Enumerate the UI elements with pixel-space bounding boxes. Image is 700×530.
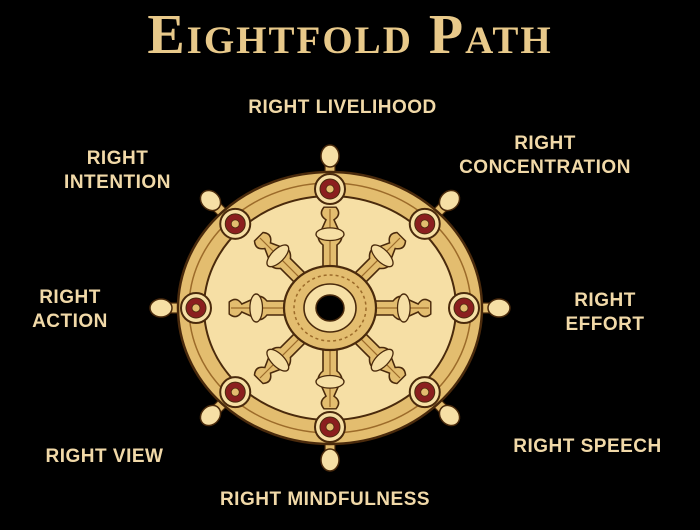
spoke-bulb	[315, 374, 345, 389]
label-line: INTENTION	[64, 172, 171, 193]
handle-knob	[320, 448, 340, 472]
label-right-action: RIGHT ACTION	[15, 286, 125, 334]
handle-knob	[438, 189, 461, 212]
spoke-bulb	[266, 348, 290, 372]
spoke-bulb	[370, 348, 394, 372]
label-line: RIGHT LIVELIHOOD	[248, 97, 437, 118]
handle-knob	[487, 298, 511, 318]
label-right-intention: RIGHT INTENTION	[40, 147, 195, 195]
label-line: RIGHT	[39, 287, 101, 308]
label-line: RIGHT	[514, 133, 576, 154]
medallion-dot	[325, 422, 335, 432]
spoke-bulb	[249, 293, 264, 323]
spoke-bulb	[266, 244, 290, 268]
wheel-spoke	[349, 231, 407, 289]
spoke-bulb	[396, 293, 411, 323]
handle-knob	[149, 298, 173, 318]
label-right-concentration: RIGHT CONCENTRATION	[430, 132, 660, 180]
wheel-spoke	[228, 293, 295, 323]
medallion-dot	[420, 219, 430, 229]
hub-hole	[315, 294, 345, 322]
medallion-dot	[420, 387, 430, 397]
handle-knob	[438, 404, 461, 427]
label-line: RIGHT SPEECH	[513, 436, 662, 457]
medallion-dot	[459, 303, 469, 313]
wheel-spoke	[365, 293, 432, 323]
spoke-bulb	[370, 244, 394, 268]
medallion-dot	[325, 184, 335, 194]
wheel-spoke	[315, 206, 345, 273]
medallion-dot	[230, 387, 240, 397]
label-line: RIGHT	[86, 148, 149, 169]
wheel-spoke	[349, 327, 407, 385]
wheel-spoke	[253, 327, 311, 385]
wheel-spoke	[253, 231, 311, 289]
label-line: ACTION	[32, 311, 108, 332]
label-right-speech: RIGHT SPEECH	[485, 435, 690, 459]
label-line: RIGHT	[574, 290, 636, 311]
label-right-mindfulness: RIGHT MINDFULNESS	[180, 488, 470, 512]
spoke-bulb	[315, 227, 345, 242]
label-right-livelihood: RIGHT LIVELIHOOD	[215, 96, 470, 120]
wheel-spoke	[315, 343, 345, 410]
label-line: RIGHT VIEW	[45, 446, 164, 467]
hub-ring	[293, 274, 367, 342]
label-line: CONCENTRATION	[459, 157, 631, 178]
medallion-dot	[230, 219, 240, 229]
medallion-dot	[191, 303, 201, 313]
label-line: RIGHT MINDFULNESS	[219, 489, 431, 510]
label-right-view: RIGHT VIEW	[22, 445, 187, 469]
dharma-wheel-icon	[149, 144, 511, 472]
handle-knob	[199, 404, 222, 427]
handle-knob	[199, 189, 222, 212]
label-right-effort: RIGHT EFFORT	[545, 289, 665, 337]
label-line: EFFORT	[565, 314, 645, 335]
page-title: Eightfold Path	[147, 4, 553, 66]
handle-knob	[320, 144, 340, 168]
